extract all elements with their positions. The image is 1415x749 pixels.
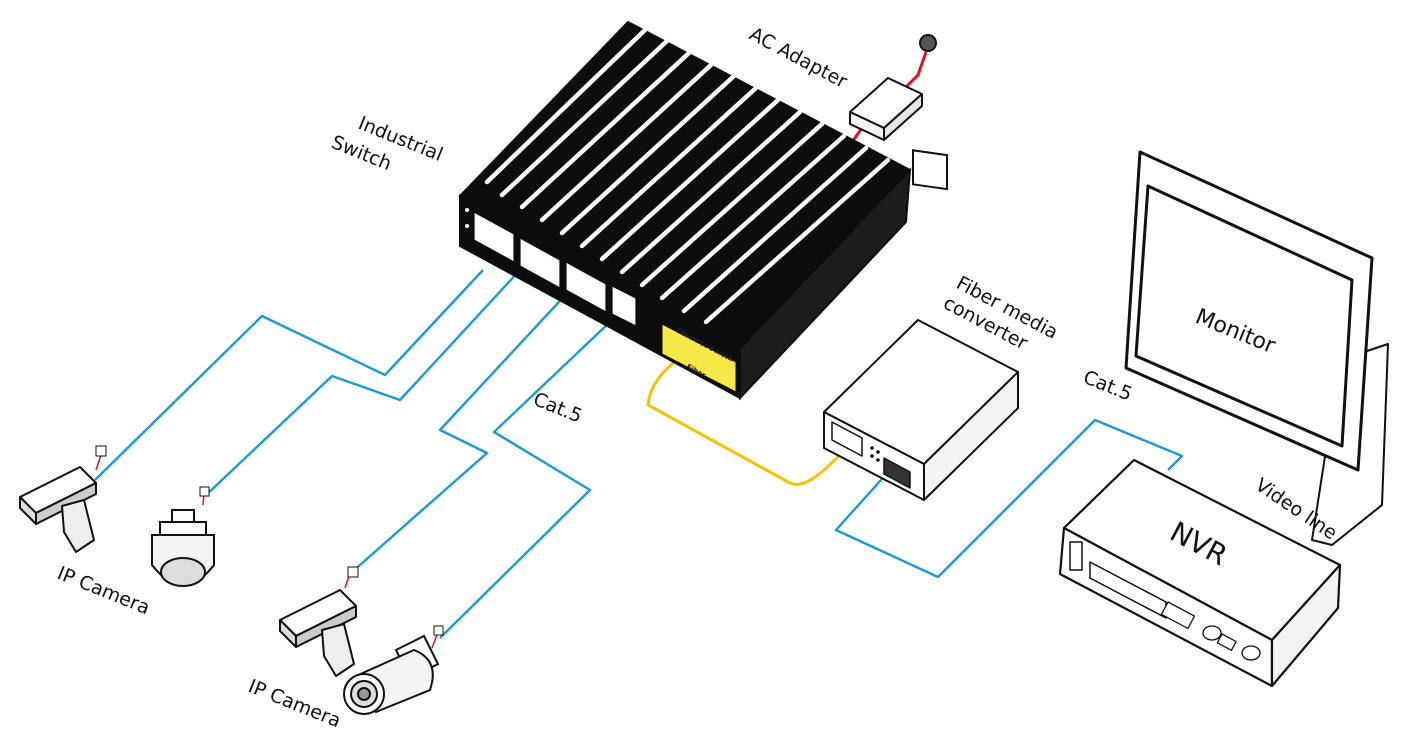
power-cable-wall-to-adapter: [903, 51, 928, 90]
switch-leds: [465, 208, 469, 228]
nvr: [1058, 458, 1342, 688]
monitor: [1124, 150, 1389, 546]
ac-adapter: [849, 77, 923, 141]
fiber-cable: [646, 348, 847, 486]
switch-heatsink-fins: [484, 27, 891, 325]
ip-camera-dome: [151, 486, 215, 587]
nvr-front-buttons: [1160, 601, 1261, 661]
wall-outlet: [912, 34, 948, 191]
label-cat5-left: Cat.5: [530, 388, 585, 427]
fiber-media-converter: [823, 319, 1019, 501]
converter-ethernet-port: [883, 457, 911, 489]
ethernet-cables: [94, 269, 1184, 639]
cable-switch-to-camera-2: [351, 289, 571, 573]
label-ac-adapter: AC Adapter: [746, 23, 851, 93]
converter-leds: [870, 446, 880, 462]
monitor-screen: [1134, 184, 1354, 448]
label-ip-camera-top: IP Camera: [54, 562, 153, 619]
ip-camera-box-1: [19, 445, 107, 553]
cable-switch-to-dome-camera: [204, 269, 521, 497]
cable-switch-to-camera-1: [94, 269, 484, 481]
converter-fiber-port: [831, 421, 863, 457]
switch-fiber-port: [661, 323, 737, 393]
ip-camera-bullet: [343, 625, 444, 715]
cable-converter-to-nvr: [834, 418, 1184, 579]
nvr-disk-slot: [1089, 561, 1167, 619]
ip-camera-box-2: [279, 566, 359, 677]
label-ip-camera-bottom: IP Camera: [245, 675, 344, 732]
industrial-switch: Ethernet Switch Fiber: [458, 20, 912, 401]
label-cat5-right: Cat.5: [1080, 366, 1135, 405]
switch-ethernet-ports: [473, 210, 637, 327]
cable-switch-to-camera-3: [439, 321, 611, 639]
nvr-power-button: [1069, 541, 1083, 571]
